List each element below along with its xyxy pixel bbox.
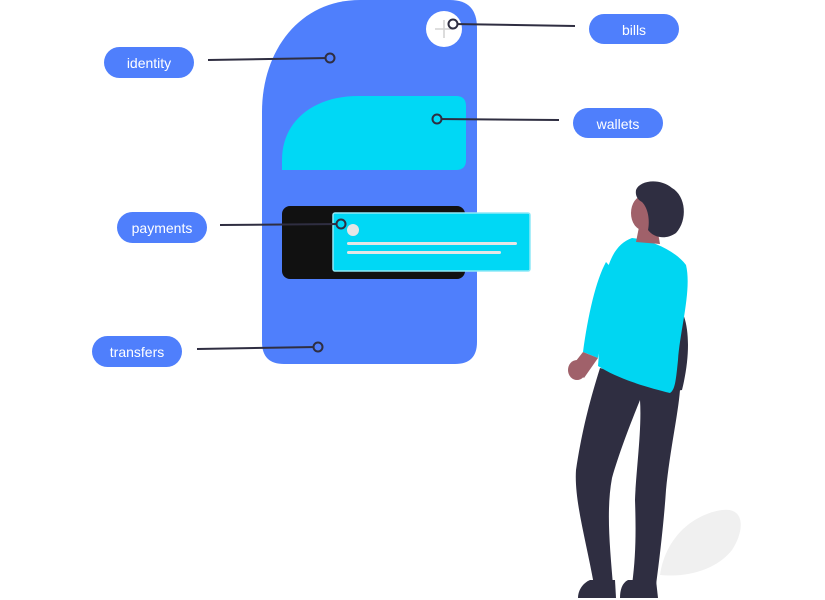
identity-label: identity bbox=[127, 55, 171, 71]
transfers-point bbox=[312, 341, 324, 353]
phone-device bbox=[262, 0, 477, 364]
leaf-icon bbox=[700, 512, 712, 530]
person-shirt bbox=[598, 238, 688, 393]
payments-point bbox=[335, 218, 347, 230]
person-shoe-right bbox=[620, 580, 658, 598]
person-shoe-left bbox=[578, 580, 616, 598]
person-legs bbox=[575, 368, 680, 585]
bills-label-pill[interactable]: bills bbox=[589, 14, 679, 44]
bills-label: bills bbox=[622, 22, 646, 38]
payments-connector bbox=[219, 223, 342, 226]
identity-label-pill[interactable]: identity bbox=[104, 47, 194, 78]
bills-connector bbox=[452, 23, 576, 27]
wallets-connector bbox=[436, 118, 560, 121]
transfers-label-pill[interactable]: transfers bbox=[92, 336, 182, 367]
identity-point bbox=[324, 52, 336, 64]
person-illustration bbox=[568, 181, 688, 598]
payments-label-pill[interactable]: payments bbox=[117, 212, 207, 243]
bills-point bbox=[447, 18, 459, 30]
leaf-icon bbox=[660, 509, 741, 576]
notification-text-line bbox=[347, 242, 517, 245]
wallets-point bbox=[431, 113, 443, 125]
person-sleeve bbox=[583, 262, 618, 358]
notification-dot bbox=[347, 224, 359, 236]
person-hair bbox=[635, 181, 684, 238]
wallets-label-pill[interactable]: wallets bbox=[573, 108, 663, 138]
transfers-label: transfers bbox=[110, 344, 164, 360]
plus-icon bbox=[435, 20, 453, 38]
identity-connector bbox=[207, 57, 330, 61]
wallet-card bbox=[282, 96, 466, 170]
transfers-connector bbox=[196, 346, 318, 350]
payments-label: payments bbox=[132, 220, 193, 236]
wallets-label: wallets bbox=[596, 116, 640, 132]
person-forearm bbox=[572, 352, 598, 378]
notification-text-line bbox=[347, 251, 501, 254]
